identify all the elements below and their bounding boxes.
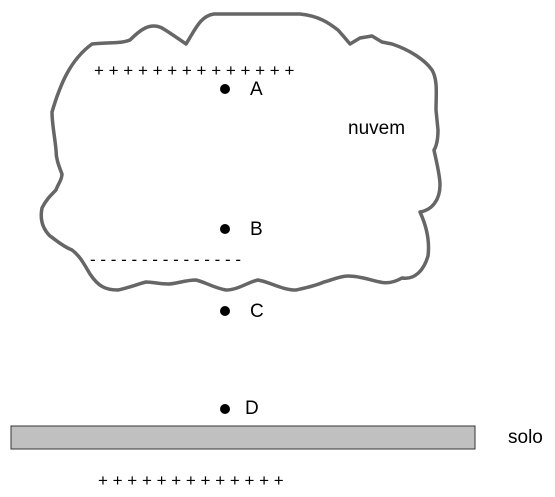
point-a-label: A (250, 79, 263, 100)
point-c-label: C (250, 301, 264, 322)
cloud-outline (39, 12, 442, 292)
cloud-top-charges: + + + + + + + + + + + + + + (94, 61, 294, 80)
point-b-dot (220, 224, 230, 234)
cloud-label: nuvem (348, 118, 405, 139)
cloud-bottom-charges: - - - - - - - - - - - - - - - (90, 250, 241, 269)
point-b-label: B (250, 219, 263, 240)
ground-charges: + + + + + + + + + + + + + (98, 471, 284, 490)
ground-label: solo (508, 427, 543, 448)
point-d-label: D (245, 398, 259, 419)
point-c-dot (220, 306, 230, 316)
ground-bar (10, 425, 476, 450)
point-d-dot (220, 404, 230, 414)
point-a-dot (220, 84, 230, 94)
